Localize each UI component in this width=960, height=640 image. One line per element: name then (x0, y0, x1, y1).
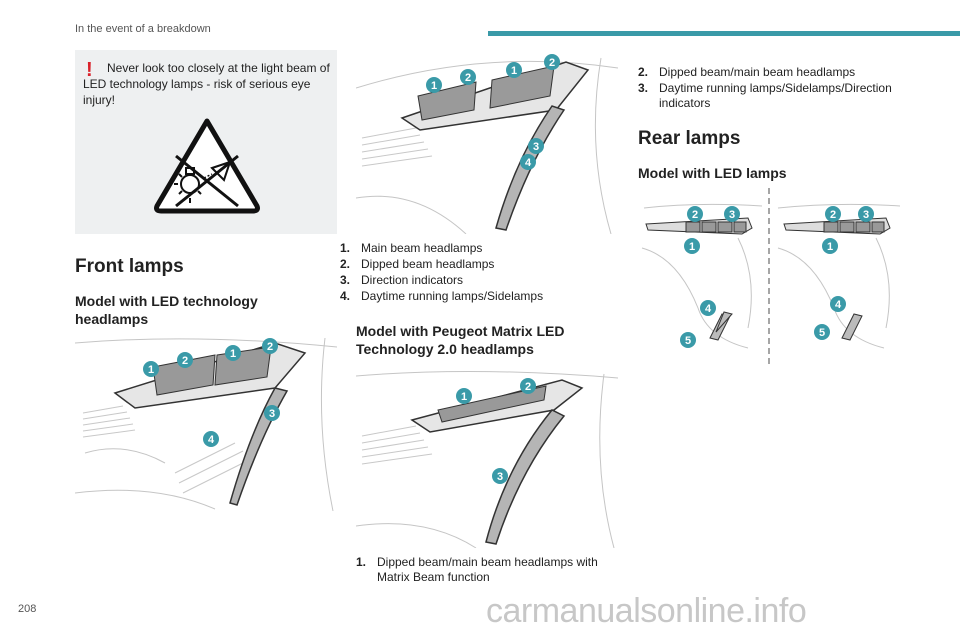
svg-text:4: 4 (705, 303, 712, 315)
callout-badge: 2 (520, 378, 536, 394)
svg-text:2: 2 (182, 355, 188, 367)
led-headlamp-top-figure: 1 2 1 2 34 (356, 54, 618, 234)
callout-badge: 5 (680, 332, 696, 348)
warning-exclamation-icon: ! (86, 59, 93, 81)
matrix-headlamps-subtitle: Model with Peugeot Matrix LED Technology… (356, 323, 565, 357)
callout-badge: 5 (814, 324, 830, 340)
front-lamps-title: Front lamps (75, 256, 184, 277)
header-accent-bar (488, 31, 960, 36)
svg-text:5: 5 (819, 327, 825, 339)
callout-badge: 1 (225, 345, 241, 361)
callout-badge: 4 (203, 431, 219, 447)
running-header: In the event of a breakdown (75, 23, 211, 35)
callout-badge: 2 (177, 352, 193, 368)
svg-text:1: 1 (689, 241, 695, 253)
svg-text:1: 1 (230, 348, 236, 360)
legend-item: 1.Main beam headlamps (340, 241, 483, 255)
svg-text:3: 3 (729, 209, 735, 221)
warning-text: Never look too closely at the light beam… (83, 61, 330, 107)
rear-lamps-figure: 2 3 1 4 5 2 3 1 4 5 (638, 188, 900, 368)
callout-badge: 2 (460, 69, 476, 85)
rear-lamps-title: Rear lamps (638, 128, 741, 149)
legend-front-matrix: 1.Dipped beam/main beam headlamps with M… (356, 555, 616, 586)
legend-item: 2.Dipped beam/main beam headlamps (638, 65, 856, 79)
callout-badge: 4 (830, 296, 846, 312)
svg-text:3: 3 (269, 408, 275, 420)
svg-text:4: 4 (208, 434, 215, 446)
callout-badge: 4 (520, 154, 536, 170)
svg-text:2: 2 (525, 381, 531, 393)
svg-text:1: 1 (148, 364, 154, 376)
warning-box: ! Never look too closely at the light be… (75, 50, 337, 234)
callout-badge: 2 (262, 338, 278, 354)
svg-text:2: 2 (830, 209, 836, 221)
callout-badge: 3 (724, 206, 740, 222)
callout-badge: 1 (143, 361, 159, 377)
callout-badge: 3 (858, 206, 874, 222)
svg-text:1: 1 (511, 65, 517, 77)
page-number: 208 (18, 603, 37, 615)
no-look-at-light-icon (154, 118, 260, 214)
callout-badge: 2 (687, 206, 703, 222)
legend-item: 3.Direction indicators (340, 273, 464, 287)
legend-item: 2.Dipped beam headlamps (340, 257, 495, 271)
svg-text:2: 2 (692, 209, 698, 221)
svg-text:5: 5 (685, 335, 691, 347)
callout-badge: 3 (492, 468, 508, 484)
rear-led-subtitle: Model with LED lamps (638, 165, 787, 181)
led-headlamp-callouts (75, 333, 337, 511)
callout-badge: 3 (528, 138, 544, 154)
svg-text:4: 4 (835, 299, 842, 311)
svg-text:3: 3 (863, 209, 869, 221)
led-headlamps-subtitle: Model with LED technology headlamps (75, 293, 258, 327)
svg-text:1: 1 (461, 391, 467, 403)
svg-text:3: 3 (533, 141, 539, 153)
svg-text:2: 2 (465, 72, 471, 84)
legend-item: 1.Dipped beam/main beam headlamps with M… (356, 555, 598, 584)
svg-text:2: 2 (549, 57, 555, 69)
svg-text:4: 4 (525, 157, 532, 169)
callout-badge: 1 (456, 388, 472, 404)
legend-front-led: 1.Main beam headlamps 2.Dipped beam head… (340, 241, 610, 305)
svg-text:1: 1 (827, 241, 833, 253)
svg-text:1: 1 (431, 80, 437, 92)
callout-badge: 2 (825, 206, 841, 222)
legend-item: 4.Daytime running lamps/Sidelamps (340, 289, 544, 303)
legend-item: 3.Daytime running lamps/Sidelamps/Direct… (638, 81, 892, 110)
svg-text:2: 2 (267, 341, 273, 353)
callout-badge: 1 (426, 77, 442, 93)
watermark: carmanualsonline.info (486, 592, 807, 630)
led-headlamp-figure: 1 2 1 2 3 4 (75, 333, 337, 511)
callout-badge: 1 (506, 62, 522, 78)
matrix-headlamp-figure: 1 2 3 (356, 366, 618, 548)
callout-badge: 3 (264, 405, 280, 421)
legend-front-matrix-cont: 2.Dipped beam/main beam headlamps 3.Dayt… (638, 65, 903, 112)
callout-badge: 4 (700, 300, 716, 316)
svg-text:3: 3 (497, 471, 503, 483)
callout-badge: 2 (544, 54, 560, 70)
callout-badge: 1 (684, 238, 700, 254)
callout-badge: 1 (822, 238, 838, 254)
